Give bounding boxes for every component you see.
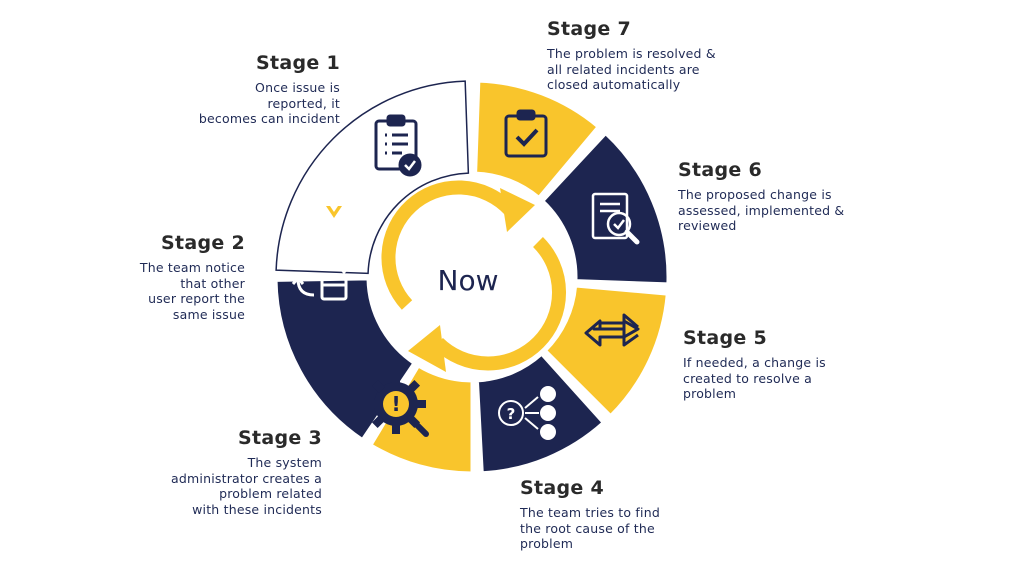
document-search-icon [591, 192, 640, 245]
stage-3-title: Stage 3 [237, 427, 322, 449]
stage-4: Stage 4 The team tries to find the root … [520, 477, 780, 552]
svg-text:?: ? [507, 405, 516, 423]
question-branch-icon: ? [498, 386, 556, 440]
stage-5: Stage 5 If needed, a change is created t… [683, 327, 943, 402]
ring-segment-stage-3 [368, 364, 474, 475]
stage-7-title: Stage 7 [547, 18, 632, 40]
center-label: Now [438, 264, 499, 297]
exchange-arrows-icon [584, 313, 640, 347]
stage-5-title: Stage 5 [683, 327, 768, 349]
stage-4-title: Stage 4 [520, 477, 605, 499]
ring-segment-stage-5 [543, 284, 669, 418]
stage-7-description: The problem is resolved & all related in… [547, 46, 716, 92]
gear-wrench-icon: ! [366, 374, 429, 437]
ring-segment-stage-7 [474, 79, 601, 200]
svg-text:!: ! [391, 392, 400, 416]
chevron-down-icon [326, 206, 342, 218]
clipboard-tick-icon [504, 109, 548, 158]
stage-2: Stage 2 The team notice that other user … [0, 232, 245, 322]
stage-6-description: The proposed change is assessed, impleme… [678, 187, 845, 233]
center-cycle-arrows [381, 180, 567, 372]
stage-6: Stage 6 The proposed change is assessed,… [678, 159, 938, 234]
stage-5-description: If needed, a change is created to resolv… [683, 355, 826, 401]
clipboard-check-icon [374, 114, 422, 177]
stage-2-description: The team notice that other user report t… [139, 260, 245, 322]
ring-segment-stage-6 [540, 131, 670, 286]
stage-3: Stage 3 The system administrator creates… [62, 427, 322, 517]
stage-7: Stage 7 The problem is resolved & all re… [547, 18, 807, 93]
cycle-ring [274, 79, 670, 475]
stage-2-title: Stage 2 [160, 232, 245, 254]
windows-sync-icon [291, 247, 351, 301]
stage-1-title: Stage 1 [255, 52, 340, 74]
stage-3-description: The system administrator creates a probl… [171, 455, 322, 517]
stage-1: Stage 1 Once issue is reported, it becom… [80, 52, 340, 127]
stage-6-title: Stage 6 [678, 159, 763, 181]
stage-1-description: Once issue is reported, it becomes can i… [198, 80, 340, 126]
ring-segment-stage-1 [275, 80, 470, 275]
stage-4-description: The team tries to find the root cause of… [520, 505, 660, 551]
